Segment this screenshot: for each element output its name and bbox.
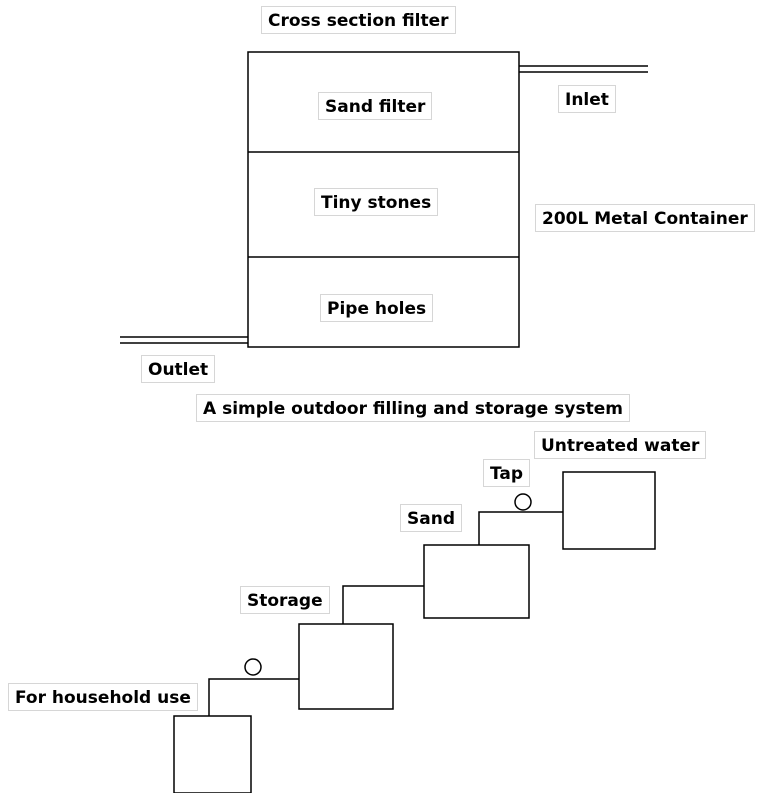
tap-label: Tap [483, 459, 531, 487]
tiny-stones-label: Tiny stones [314, 188, 439, 216]
tap-valve-icon [514, 493, 532, 511]
outlet-pipe [120, 336, 248, 344]
cross-section-title: Cross section filter [261, 6, 456, 34]
sand-label: Sand [400, 504, 462, 532]
pipe-holes-label: Pipe holes [320, 294, 434, 322]
sand-filter-label: Sand filter [318, 92, 433, 120]
storage-tank [298, 623, 394, 710]
sand-tank [423, 544, 530, 619]
pipe-storage-to-household [208, 678, 299, 716]
storage-label: Storage [240, 586, 330, 614]
storage-system-title: A simple outdoor filling and storage sys… [196, 394, 630, 422]
inlet-label: Inlet [558, 85, 616, 113]
pipe-untreated-to-sand [478, 511, 563, 545]
outlet-label: Outlet [141, 355, 216, 383]
filter-container [247, 51, 520, 348]
inlet-pipe [519, 65, 648, 73]
untreated-water-label: Untreated water [534, 431, 707, 459]
household-tap-valve-icon [244, 658, 262, 676]
pipe-sand-to-storage [342, 585, 424, 624]
household-use-label: For household use [8, 683, 198, 711]
container-label: 200L Metal Container [535, 204, 755, 232]
untreated-water-tank [562, 471, 656, 550]
household-tank [173, 715, 252, 793]
